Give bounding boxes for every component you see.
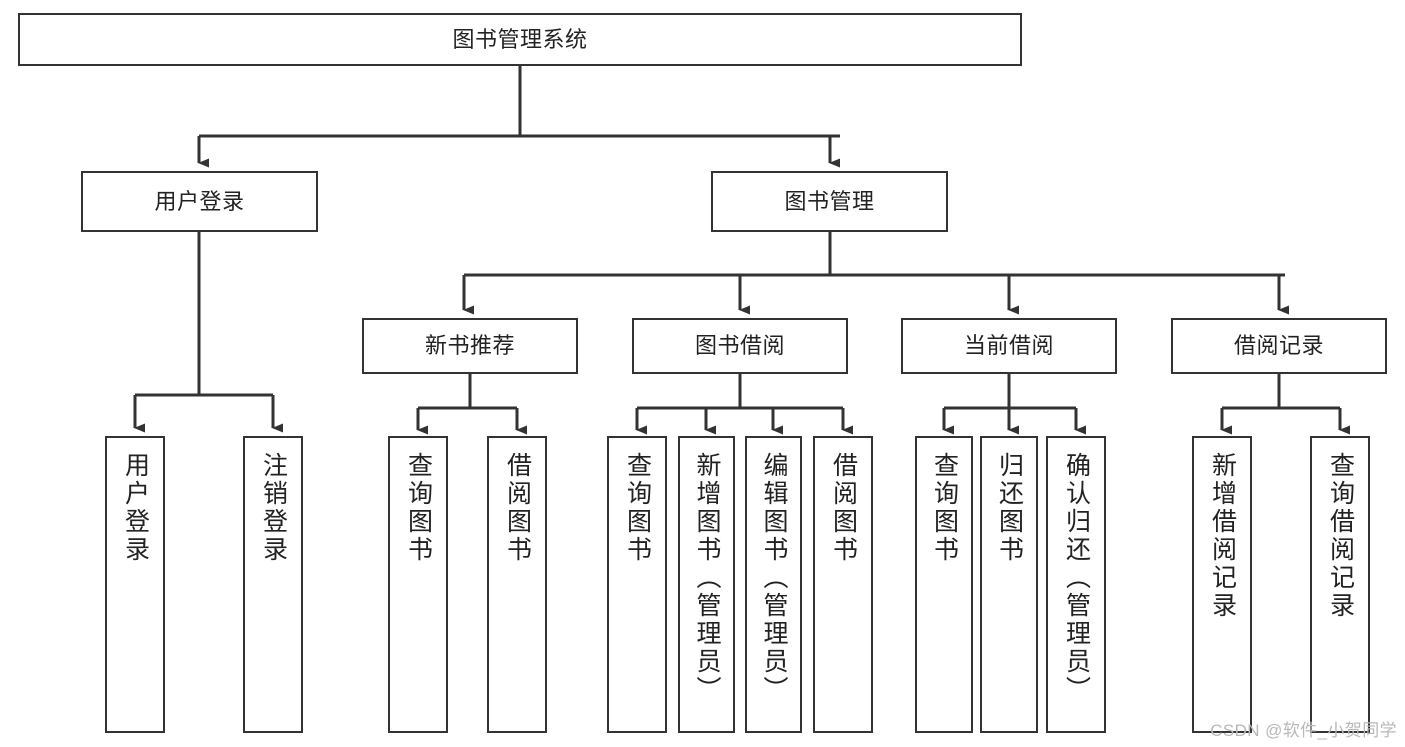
node-leaf-query-record[interactable]: 查询借阅记录 xyxy=(1310,436,1370,733)
node-leaf-add-book-label: 新增图书（管理员） xyxy=(693,452,721,704)
node-root-label: 图书管理系统 xyxy=(452,26,588,52)
node-current-borrow[interactable]: 当前借阅 xyxy=(901,318,1117,374)
node-leaf-edit-book-label: 编辑图书（管理员） xyxy=(760,452,788,704)
node-new-book-rec[interactable]: 新书推荐 xyxy=(362,318,578,374)
node-leaf-user-logout-label: 注销登录 xyxy=(259,452,288,564)
node-book-borrow[interactable]: 图书借阅 xyxy=(632,318,848,374)
node-leaf-return-book[interactable]: 归还图书 xyxy=(980,436,1038,733)
node-leaf-query-book-2-label: 查询图书 xyxy=(623,452,652,564)
node-leaf-query-book-3[interactable]: 查询图书 xyxy=(915,436,973,733)
node-leaf-add-record-label: 新增借阅记录 xyxy=(1208,452,1237,620)
node-leaf-confirm-return-label: 确认归还（管理员） xyxy=(1062,452,1091,704)
node-leaf-borrow-book-1[interactable]: 借阅图书 xyxy=(487,436,547,733)
node-leaf-user-login[interactable]: 用户登录 xyxy=(105,436,165,733)
node-leaf-add-book[interactable]: 新增图书（管理员） xyxy=(678,436,735,733)
node-leaf-user-login-label: 用户登录 xyxy=(121,452,150,564)
node-leaf-query-record-label: 查询借阅记录 xyxy=(1326,452,1355,620)
node-leaf-query-book-1[interactable]: 查询图书 xyxy=(388,436,448,733)
node-current-borrow-label: 当前借阅 xyxy=(963,333,1054,359)
node-leaf-return-book-label: 归还图书 xyxy=(995,452,1024,564)
node-leaf-borrow-book-2-label: 借阅图书 xyxy=(829,452,858,564)
node-leaf-query-book-2[interactable]: 查询图书 xyxy=(607,436,667,733)
node-leaf-edit-book[interactable]: 编辑图书（管理员） xyxy=(745,436,802,733)
node-leaf-user-logout[interactable]: 注销登录 xyxy=(243,436,303,733)
csdn-watermark: CSDN @软件_小贺同学 xyxy=(1210,721,1397,740)
node-book-manage[interactable]: 图书管理 xyxy=(711,171,948,232)
node-leaf-query-book-1-label: 查询图书 xyxy=(404,452,433,564)
node-leaf-confirm-return[interactable]: 确认归还（管理员） xyxy=(1046,436,1106,733)
node-root[interactable]: 图书管理系统 xyxy=(18,13,1022,66)
node-leaf-borrow-book-2[interactable]: 借阅图书 xyxy=(813,436,873,733)
node-borrow-record[interactable]: 借阅记录 xyxy=(1171,318,1387,374)
node-leaf-add-record[interactable]: 新增借阅记录 xyxy=(1192,436,1252,733)
node-leaf-query-book-3-label: 查询图书 xyxy=(930,452,959,564)
node-book-manage-label: 图书管理 xyxy=(784,188,875,214)
node-user-login-label: 用户登录 xyxy=(154,188,245,214)
node-borrow-record-label: 借阅记录 xyxy=(1233,333,1324,359)
node-leaf-borrow-book-1-label: 借阅图书 xyxy=(503,452,532,564)
node-new-book-rec-label: 新书推荐 xyxy=(424,333,515,359)
node-book-borrow-label: 图书借阅 xyxy=(694,333,785,359)
node-user-login[interactable]: 用户登录 xyxy=(81,171,318,232)
